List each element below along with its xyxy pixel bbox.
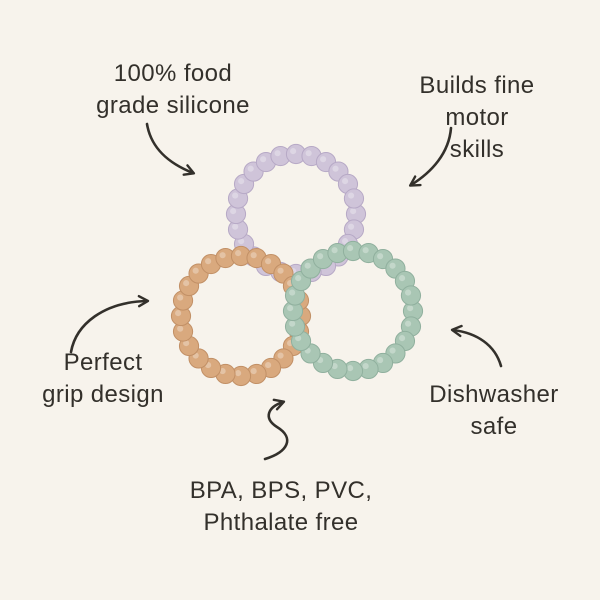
label-perfect-grip-design: Perfect grip design (42, 349, 164, 409)
arrow-dishwasher (450, 324, 503, 368)
arrow-motor-skills (408, 126, 453, 187)
label-bpa-bps-pvc-phthalate-free: BPA, BPS, PVC, Phthalate free (189, 477, 373, 537)
label-dishwasher-safe: Dishwasher safe (429, 381, 559, 441)
sage-bracelet (282, 240, 424, 382)
arrow-bpa-free (263, 398, 289, 461)
label-builds-fine-motor-skills: Builds fine motor skills (419, 72, 535, 164)
bracelets-group (170, 143, 424, 387)
label-food-grade-silicone: 100% food grade silicone (96, 60, 250, 120)
arrow-grip-design (69, 294, 150, 354)
arrow-food-grade (145, 122, 196, 176)
annotation-arrows (69, 122, 503, 461)
